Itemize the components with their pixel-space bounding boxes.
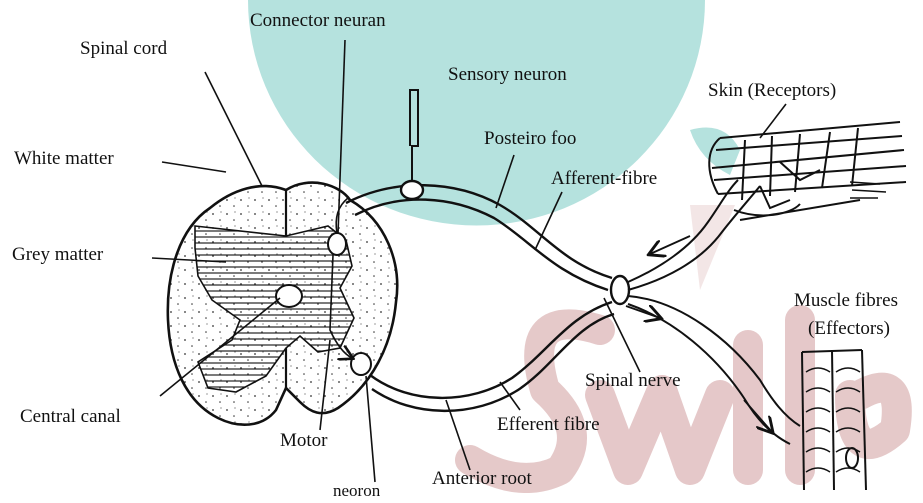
label-motor: Motor xyxy=(280,430,328,452)
label-skin: Skin (Receptors) xyxy=(708,80,836,102)
label-muscle-fibres: Muscle fibres xyxy=(772,290,920,312)
leader-white-matter xyxy=(162,162,226,172)
leader-spinal-cord xyxy=(205,72,262,186)
label-central-canal: Central canal xyxy=(20,406,121,428)
label-white-matter: White matter xyxy=(14,148,114,170)
dorsal-root-ganglion xyxy=(401,181,423,199)
label-sensory-neuron: Sensory neuron xyxy=(448,64,567,86)
spinal-nerve-arrow xyxy=(626,306,660,318)
label-effectors: (Effectors) xyxy=(780,318,918,340)
label-spinal-cord: Spinal cord xyxy=(80,38,167,60)
label-afferent-fibre: Afferent-fibre xyxy=(551,168,657,190)
central-canal xyxy=(276,285,302,307)
watermark-v-shape xyxy=(690,205,735,290)
leader-efferent-fibre xyxy=(500,382,520,410)
spinal-cord-section xyxy=(168,183,397,425)
label-spinal-nerve: Spinal nerve xyxy=(585,370,681,392)
label-grey-matter: Grey matter xyxy=(12,244,103,266)
skin-arrow xyxy=(650,236,690,254)
label-anterior-root: Anterior root xyxy=(432,468,532,490)
skin-receptors xyxy=(709,122,906,220)
connector-neuron-body xyxy=(328,233,346,255)
label-efferent-fibre: Efferent fibre xyxy=(497,414,600,436)
spinal-nerve-junction xyxy=(611,276,629,304)
motor-neuron-body xyxy=(351,353,371,375)
leader-neuron xyxy=(366,376,375,482)
label-connector-neuron: Connector neuran xyxy=(250,10,386,32)
label-neuron: neoron xyxy=(333,481,380,501)
label-posterior-root: Posteiro foo xyxy=(484,128,576,150)
